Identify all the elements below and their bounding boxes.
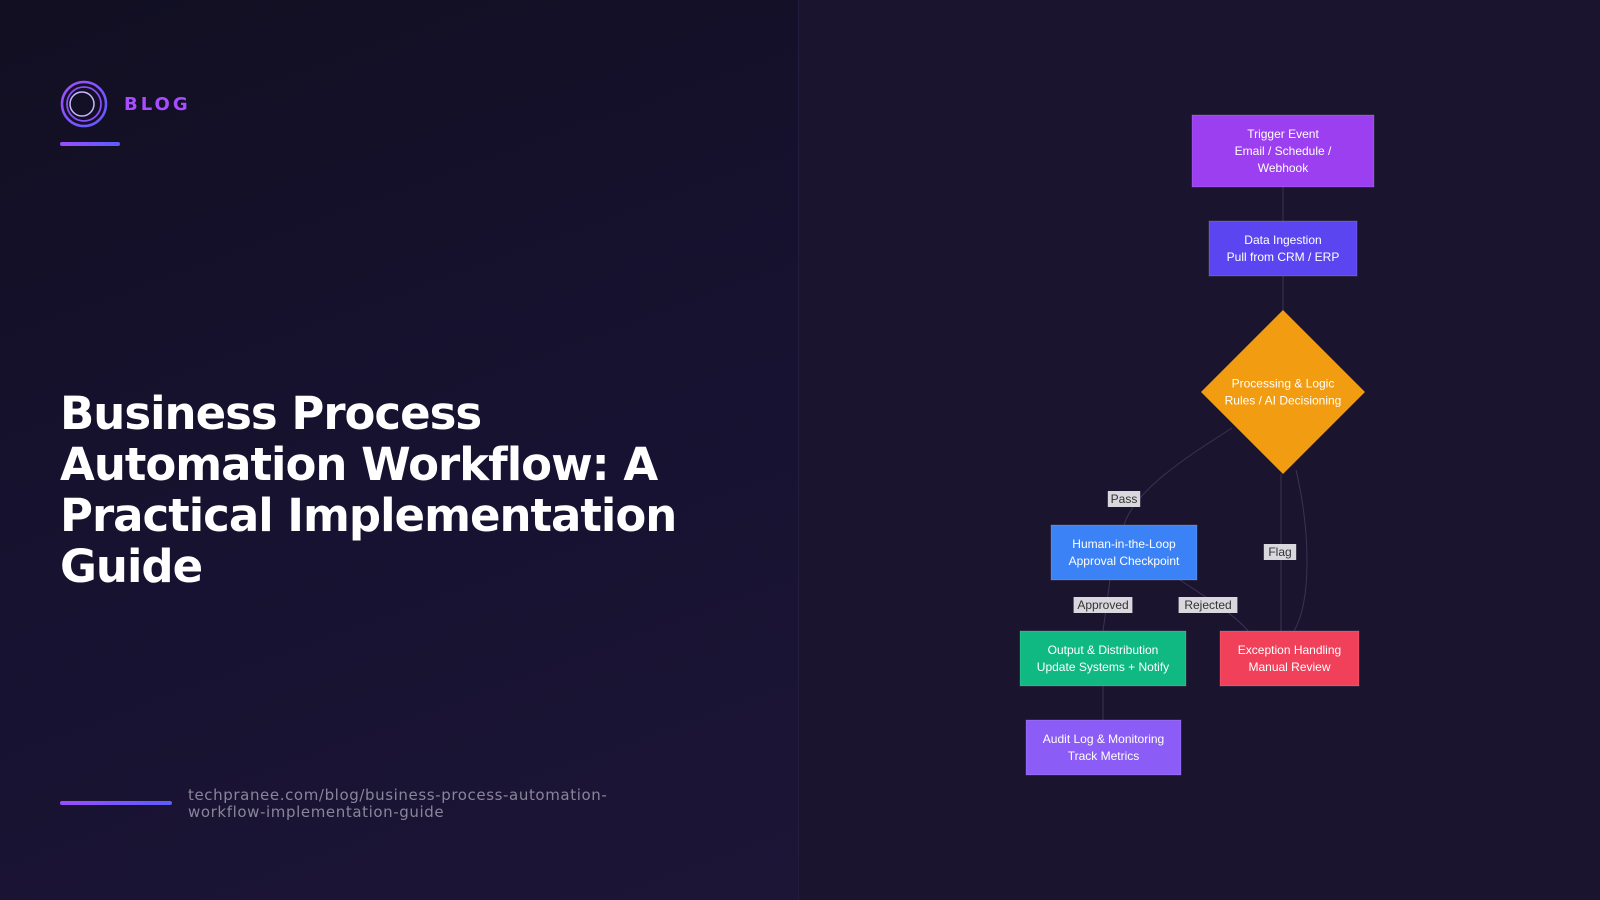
edge-label-text: Flag <box>1268 545 1291 559</box>
node-label: Update Systems + Notify <box>1037 660 1169 674</box>
edge-label-process-exception: Flag <box>1263 544 1297 560</box>
node-label: Manual Review <box>1248 660 1330 674</box>
edge-label-bg <box>1263 544 1297 560</box>
edge-line <box>1293 469 1308 632</box>
node-shape <box>1219 630 1360 687</box>
node-label: Approval Checkpoint <box>1069 554 1180 568</box>
footer-url: techpranee.com/blog/business-process-aut… <box>188 786 608 821</box>
node-label: Pull from CRM / ERP <box>1227 250 1340 264</box>
node-shape <box>1191 114 1375 188</box>
node-label: Output & Distribution <box>1048 643 1159 657</box>
node-label: Data Ingestion <box>1244 233 1321 247</box>
footer-accent-line <box>60 801 172 805</box>
node-label: Track Metrics <box>1068 749 1140 763</box>
ring-logo-icon <box>60 80 108 128</box>
edge-label-bg <box>1107 491 1141 507</box>
edge-label-human-exception: Rejected <box>1178 597 1238 613</box>
edge-process-human <box>1123 427 1233 526</box>
edge-label-process-human: Pass <box>1107 491 1141 507</box>
node-label: Audit Log & Monitoring <box>1043 732 1164 746</box>
brand-underline <box>60 142 120 146</box>
node-label: Processing & Logic <box>1232 377 1335 391</box>
node-shape <box>1019 630 1187 687</box>
blog-label: BLOG <box>124 93 191 115</box>
node-label: Email / Schedule / <box>1235 144 1332 158</box>
page-title: Business Process Automation Workflow: A … <box>60 387 677 593</box>
edge-label-text: Approved <box>1077 598 1128 612</box>
edge-line <box>1123 427 1233 526</box>
node-shape <box>1208 220 1358 277</box>
edge-label-human-output: Approved <box>1073 597 1133 613</box>
node-shape <box>1201 310 1365 474</box>
edge-label-bg <box>1178 597 1238 613</box>
node-label: Rules / AI Decisioning <box>1225 394 1342 408</box>
node-shape <box>1025 719 1182 776</box>
edge-label-text: Rejected <box>1184 598 1231 612</box>
hero-panel: BLOG Business Process Automation Workflo… <box>0 0 798 900</box>
node-label: Human-in-the-Loop <box>1072 537 1176 551</box>
node-label: Trigger Event <box>1247 127 1319 141</box>
edge-label-bg <box>1073 597 1133 613</box>
node-label: Webhook <box>1258 161 1309 175</box>
node-shape <box>1050 524 1198 581</box>
node-label: Exception Handling <box>1238 643 1341 657</box>
edge-label-text: Pass <box>1111 492 1138 506</box>
brand-row: BLOG <box>60 80 191 128</box>
